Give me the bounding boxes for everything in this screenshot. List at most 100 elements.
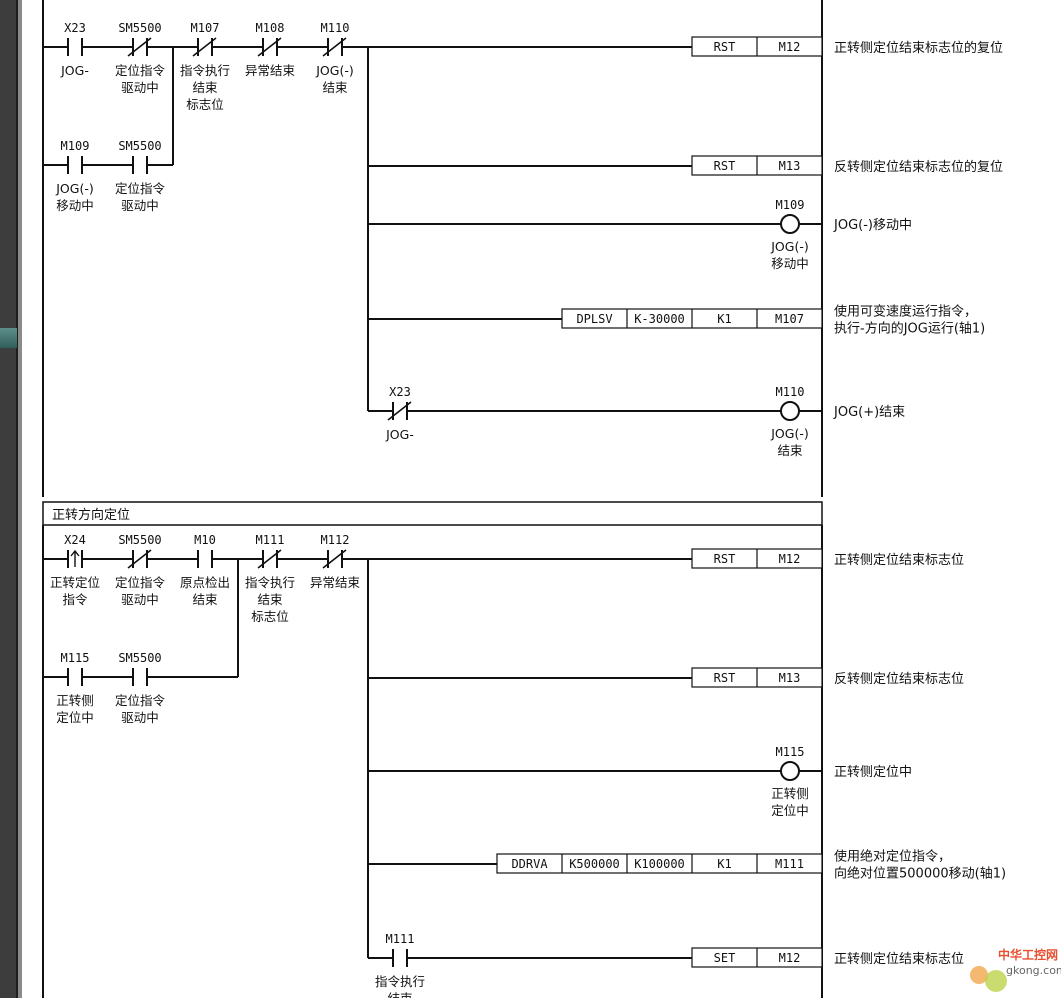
- device-comment: JOG(-): [55, 181, 93, 196]
- nc-slash-icon: [257, 37, 282, 57]
- device-comment: 结束: [322, 80, 348, 95]
- nc-slash-icon: [387, 401, 412, 421]
- rung-note: 正转侧定位结束标志位: [834, 952, 964, 967]
- rung-note: 正转侧定位结束标志位: [834, 553, 964, 568]
- instruction-operand: RST: [714, 159, 736, 173]
- contact-symbol: [392, 949, 408, 967]
- device-comment: 定位指令: [115, 63, 166, 78]
- nc-slash-icon: [127, 549, 152, 569]
- rung-note: 反转侧定位结束标志位: [834, 672, 964, 687]
- nc-slash-icon: [127, 37, 152, 57]
- instruction-operand: K1: [717, 857, 731, 871]
- instruction-operand: RST: [714, 552, 736, 566]
- device-comment: 驱动中: [121, 80, 159, 95]
- instruction-operand: RST: [714, 671, 736, 685]
- rising-edge-icon: [70, 549, 80, 567]
- coil-device-label: M110: [776, 385, 805, 399]
- device-label: M10: [194, 533, 216, 547]
- instruction-operand: DDRVA: [511, 857, 548, 871]
- rung-note: 正转侧定位中: [834, 765, 912, 780]
- instruction-box[interactable]: RST M13: [691, 155, 823, 176]
- left-panel-edge: [0, 0, 18, 998]
- contact-symbol: [67, 156, 83, 174]
- instruction-operand: M111: [775, 857, 804, 871]
- device-label: M107: [191, 21, 220, 35]
- nc-slash-icon: [322, 37, 347, 57]
- device-label: M111: [256, 533, 285, 547]
- coil-comment: 移动中: [771, 256, 809, 271]
- instruction-box[interactable]: DPLSV K-30000 K1 M107: [561, 308, 823, 329]
- rung-note: JOG(-)移动中: [833, 218, 912, 233]
- device-comment: 原点检出: [180, 575, 230, 590]
- gear-icon: [970, 966, 988, 984]
- device-label: SM5500: [118, 533, 161, 547]
- coil-comment: JOG(-): [770, 239, 808, 254]
- instruction-operand: M107: [775, 312, 804, 326]
- contact-symbol: [67, 668, 83, 686]
- coil-device-label: M109: [776, 198, 805, 212]
- device-comment: 驱动中: [121, 710, 159, 725]
- gear-icon: [985, 970, 1007, 992]
- coil-device-label: M115: [776, 745, 805, 759]
- device-comment: 指令执行: [245, 575, 295, 590]
- coil-icon: [780, 761, 800, 781]
- rung-note: 向绝对位置500000移动(轴1): [834, 866, 1006, 882]
- device-comment: 指令执行: [375, 974, 425, 989]
- nc-slash-icon: [322, 549, 347, 569]
- gkong-watermark: 中华工控网 gkong.com: [970, 947, 1061, 992]
- device-label: X23: [64, 21, 86, 35]
- instruction-box[interactable]: SET M12: [691, 947, 823, 968]
- device-label: SM5500: [118, 139, 161, 153]
- coil-icon: [780, 401, 800, 421]
- instruction-operand: M13: [779, 159, 801, 173]
- contact-symbol: [132, 668, 148, 686]
- device-label: M110: [321, 21, 350, 35]
- coil-comment: 结束: [777, 443, 803, 458]
- device-label: X23: [389, 385, 411, 399]
- device-label: M115: [61, 651, 90, 665]
- instruction-operand: SET: [714, 951, 736, 965]
- device-comment: 正转定位: [50, 575, 100, 590]
- instruction-operand: K-30000: [634, 312, 685, 326]
- device-label: SM5500: [118, 651, 161, 665]
- splitter[interactable]: [18, 0, 22, 998]
- rung-note: 使用可变速度运行指令，: [834, 304, 977, 320]
- device-comment: 标志位: [186, 97, 224, 112]
- rung-note: 执行-方向的JOG运行(轴1): [834, 321, 985, 337]
- device-comment: 定位指令: [115, 181, 166, 196]
- rung-note: 正转侧定位结束标志位的复位: [834, 40, 1003, 56]
- device-comment: 定位中: [56, 710, 94, 725]
- device-comment: 异常结束: [245, 63, 296, 78]
- coil-icon: [780, 214, 800, 234]
- instruction-operand: DPLSV: [576, 312, 612, 326]
- contact-symbol: [67, 38, 83, 56]
- instruction-operand: K1: [717, 312, 731, 326]
- instruction-operand: M12: [779, 951, 801, 965]
- instruction-operand: K100000: [634, 857, 685, 871]
- side-tab[interactable]: [0, 328, 17, 348]
- device-comment: 驱动中: [121, 592, 159, 607]
